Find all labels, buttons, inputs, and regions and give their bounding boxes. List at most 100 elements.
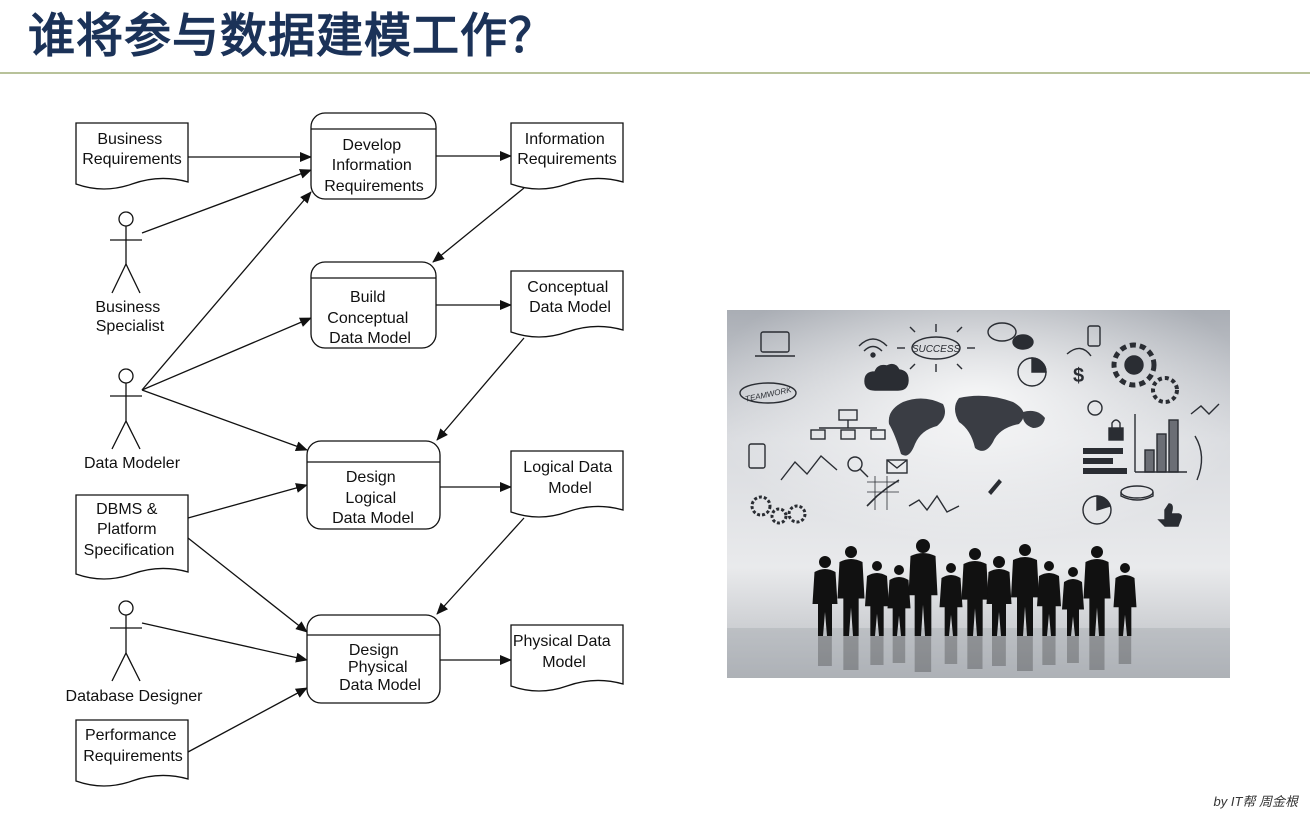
- label-build-conceptual-data-model: Build Conceptual Data Model: [327, 289, 412, 347]
- arrow-datamodeler-to-develop: [141, 191, 312, 391]
- teamwork-illustration: $ SUCCESS TEAMWORK: [727, 310, 1230, 678]
- person-body: [1037, 573, 1061, 636]
- envelope-icon: [886, 459, 908, 474]
- label-design-physical-data-model: Design Physical Data Model: [339, 642, 421, 694]
- person-body: [986, 569, 1012, 636]
- process-design-logical-data-model: [306, 440, 441, 530]
- doc-performance-requirements: [75, 719, 189, 787]
- person-head: [894, 565, 904, 575]
- arrow-perfreq-to-design-physical: [187, 687, 308, 753]
- arrow-dbms-to-design-physical: [187, 537, 308, 633]
- actor-database-designer: [110, 600, 142, 682]
- label-dbms-platform-specification: DBMS & Platform Specification: [84, 501, 175, 559]
- person-body: [887, 577, 911, 636]
- process-develop-information-requirements: [310, 112, 437, 200]
- person-head: [1068, 567, 1078, 577]
- person-reflection: [892, 636, 906, 663]
- wifi-icon: [858, 338, 888, 358]
- label-design-logical-data-model: Design Logical Data Model: [332, 469, 414, 527]
- label-conceptual-data-model: Conceptual Data Model: [527, 279, 612, 316]
- person-reflection: [1067, 636, 1079, 663]
- label-business-specialist: Business Specialist: [95, 299, 164, 335]
- wave-chart-icon: [908, 494, 960, 513]
- arrow-bizspecialist-to-develop: [141, 169, 312, 234]
- curved-arrow-icon: [1066, 347, 1092, 357]
- author-credit: by IT帮 周金根: [1213, 794, 1298, 809]
- slide-title: 谁将参与数据建模工作？: [28, 9, 556, 64]
- cloud-icon: [864, 363, 909, 391]
- arrow-datamodeler-to-design-logical: [141, 389, 308, 451]
- teamwork-badge: [739, 382, 797, 404]
- success-badge: [897, 324, 975, 372]
- person-reflection: [1089, 636, 1105, 670]
- person-head: [1120, 563, 1130, 573]
- rocket-icon: [988, 478, 1002, 496]
- person-body: [865, 573, 889, 636]
- lock-icon: [1108, 419, 1124, 441]
- person-body: [1062, 579, 1084, 636]
- arrow-datamodeler-to-build: [141, 317, 312, 391]
- success-label: SUCCESS: [912, 344, 961, 355]
- lightbulb-icon: [1087, 400, 1103, 416]
- person-head: [1019, 544, 1031, 556]
- arrow-dbms-to-design-logical: [187, 483, 308, 519]
- gear-icon: [1111, 342, 1179, 404]
- person-reflection: [870, 636, 884, 665]
- trend-arrow-icon: [1190, 403, 1220, 415]
- doc-information-requirements: [510, 122, 624, 190]
- person-body: [908, 553, 938, 636]
- label-develop-information-requirements: Develop Information Requirements: [324, 137, 424, 195]
- laptop-icon: [755, 331, 795, 357]
- arrow-logicaldm-to-design-physical: [436, 517, 525, 615]
- label-performance-requirements: Performance Requirements: [83, 727, 183, 765]
- doc-business-requirements: [75, 122, 189, 190]
- pie-3d-icon: [1120, 485, 1154, 501]
- arrow-dbdesigner-to-design-physical: [141, 622, 308, 663]
- data-modeling-diagram: Business Requirements Information Requir…: [66, 112, 624, 787]
- process-build-conceptual-data-model: [310, 261, 437, 349]
- person-head: [1044, 561, 1054, 571]
- person-head: [993, 556, 1005, 568]
- person-body: [1113, 575, 1137, 636]
- label-data-modeler: Data Modeler: [84, 455, 181, 472]
- person-head: [1091, 546, 1103, 558]
- small-gears-icon: [750, 495, 807, 525]
- person-reflection: [843, 636, 859, 670]
- label-physical-data-model: Physical Data Model: [513, 633, 615, 671]
- person-head: [872, 561, 882, 571]
- doc-physical-data-model: [510, 624, 624, 692]
- dollar-icon: $: [1073, 365, 1084, 387]
- person-head: [916, 539, 930, 553]
- tablet-icon: [748, 443, 766, 469]
- label-database-designer: Database Designer: [66, 688, 204, 705]
- magnifier-icon: [847, 456, 869, 478]
- label-logical-data-model: Logical Data Model: [523, 459, 616, 497]
- label-information-requirements: Information Requirements: [517, 131, 617, 168]
- label-business-requirements: Business Requirements: [82, 131, 182, 168]
- person-body: [1011, 557, 1039, 636]
- grid-graph-icon: [866, 476, 900, 510]
- horizontal-bars-icon: [1083, 448, 1127, 474]
- person-reflection: [944, 636, 958, 664]
- person-body: [812, 569, 838, 636]
- doc-dbms-platform-specification: [75, 494, 189, 580]
- actor-business-specialist: [110, 211, 142, 294]
- doc-conceptual-data-model: [510, 270, 624, 338]
- person-reflection: [1017, 636, 1033, 671]
- arrow-inforeq-to-build: [432, 187, 525, 263]
- process-design-physical-data-model: [306, 614, 441, 704]
- world-map-icon: [888, 395, 1045, 456]
- arrow-conceptual-to-design-logical: [436, 337, 525, 441]
- doc-logical-data-model: [510, 450, 624, 518]
- person-head: [969, 548, 981, 560]
- title-divider: [0, 72, 1310, 74]
- org-chart-icon: [810, 409, 886, 440]
- people-reflection: [818, 636, 1132, 672]
- line-chart-icon: [780, 454, 838, 481]
- person-body: [961, 561, 989, 636]
- person-head: [819, 556, 831, 568]
- pie-chart-icon: [1017, 357, 1047, 387]
- circle-chart-icon: [1082, 495, 1112, 525]
- person-head: [845, 546, 857, 558]
- person-reflection: [967, 636, 983, 669]
